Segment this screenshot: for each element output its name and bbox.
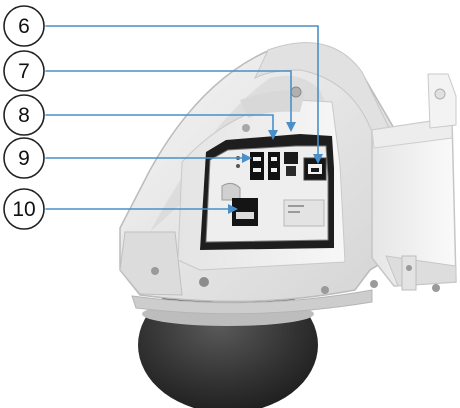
callout-7: 7 [3,50,45,92]
leader-line-7 [45,70,292,129]
network-port [303,157,327,181]
card-slot [221,182,258,226]
callout-8: 8 [3,94,45,136]
usb-port-lower [236,152,264,180]
callout-number: 10 [12,198,35,221]
leader-arrowheads [228,122,323,214]
mounting-arm [371,73,457,292]
callout-9: 9 [3,137,45,179]
usb-port-upper [268,152,280,180]
arrowhead-10 [228,204,238,214]
leader-lines [45,25,319,210]
callout-number: 9 [18,147,30,170]
callout-number: 7 [18,60,30,83]
callout-10: 10 [3,188,45,230]
callout-number: 6 [18,15,30,38]
callout-6: 6 [3,5,45,47]
arrowhead-7 [286,122,296,132]
leader-line-6 [45,25,319,161]
callout-number: 8 [18,104,30,127]
connector-panel [200,134,334,250]
leader-line-8 [45,114,274,137]
arrowhead-8 [268,130,278,140]
small-connector [284,152,298,176]
arrowhead-6 [313,154,323,164]
arrowhead-9 [242,153,252,163]
